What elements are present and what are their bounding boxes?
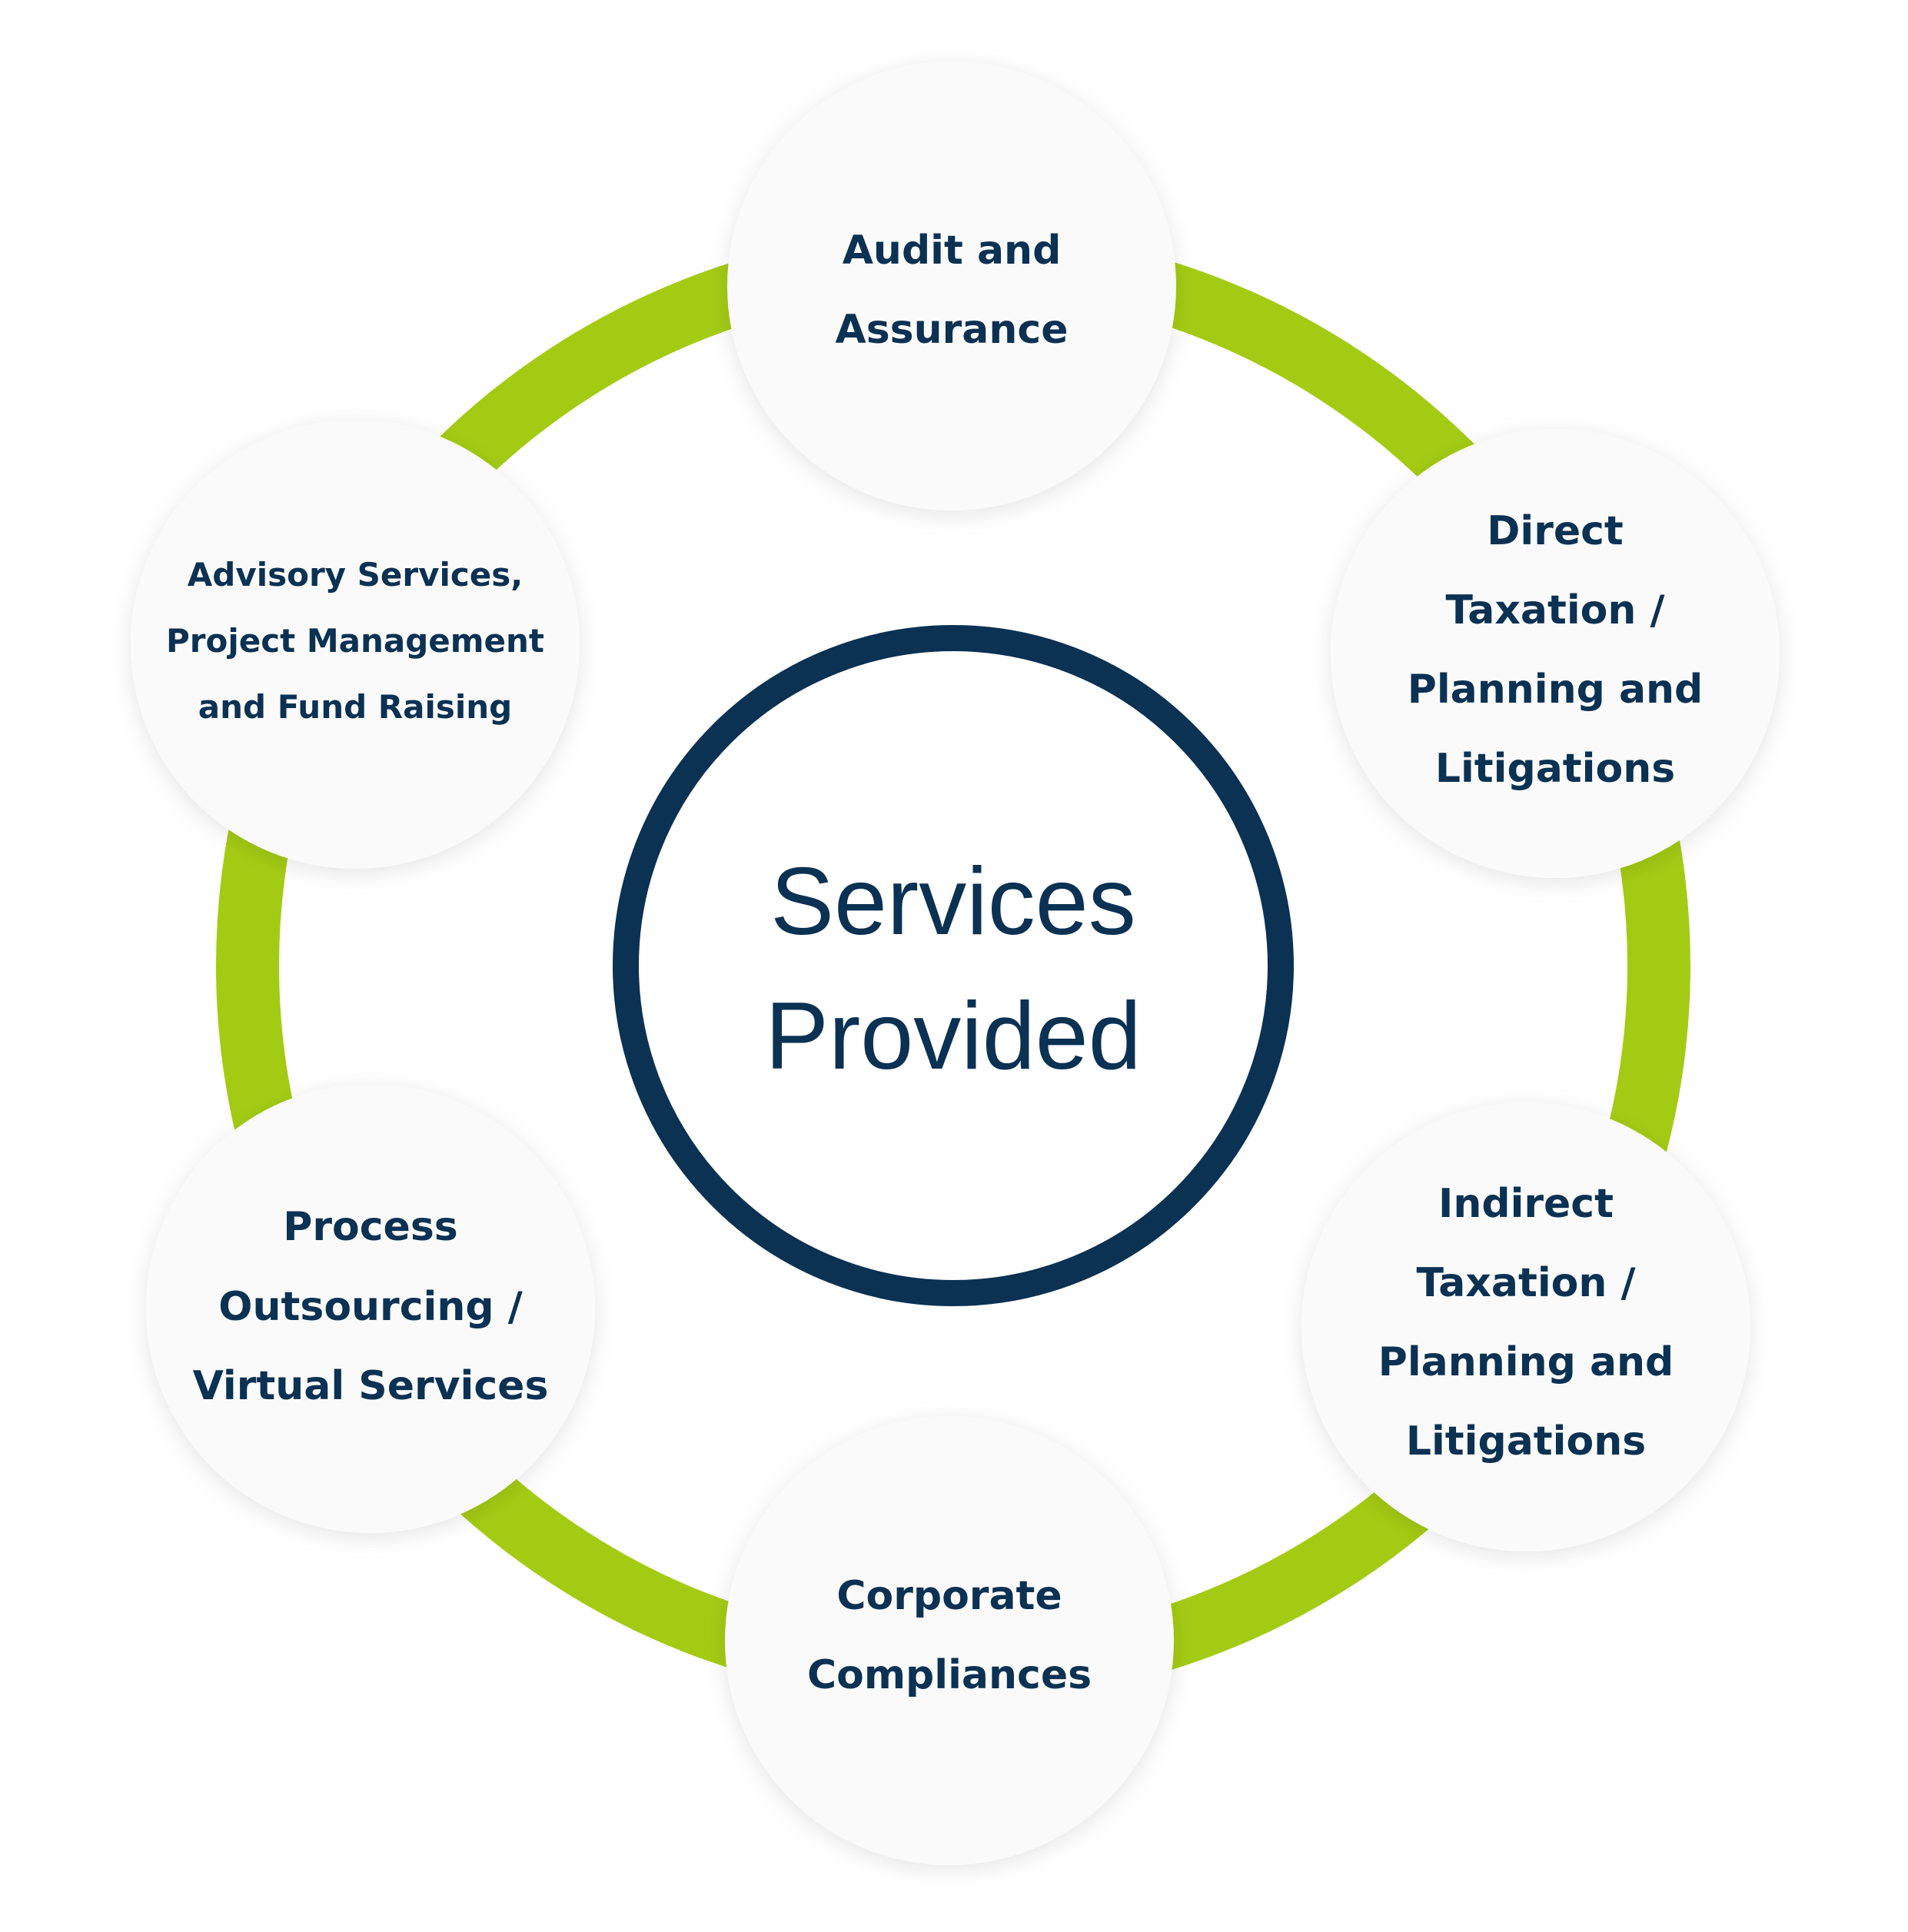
service-label-line: Taxation / <box>1445 587 1664 633</box>
service-label-corporate-compliances: Corporate Compliances <box>807 1573 1092 1698</box>
service-label-line: Outsourcing / <box>218 1284 522 1330</box>
service-label-line: Litigations <box>1406 1418 1646 1465</box>
service-node-circle <box>146 1084 595 1533</box>
service-label-line: Indirect <box>1438 1181 1614 1227</box>
service-label-line: Process <box>283 1204 457 1250</box>
service-node-advisory <box>131 420 580 869</box>
service-label-line: Assurance <box>835 307 1068 353</box>
service-label-line: Corporate <box>836 1573 1062 1619</box>
service-label-line: Compliances <box>807 1652 1092 1698</box>
service-label-line: and Fund Raising <box>198 688 512 726</box>
service-node-circle <box>725 1416 1174 1865</box>
service-node-indirect-taxation <box>1301 1102 1750 1551</box>
service-node-direct-taxation <box>1331 429 1780 878</box>
service-label-audit: Audit and Assurance <box>835 228 1068 353</box>
center-title-line-1: Services <box>770 849 1135 955</box>
service-label-line: Project Management <box>166 622 544 660</box>
service-label-line: Litigations <box>1435 746 1675 792</box>
center-title-line-2: Provided <box>765 983 1141 1089</box>
service-node-audit <box>727 62 1176 510</box>
center-hub-ring <box>613 625 1294 1306</box>
service-label-line: Audit and <box>843 228 1062 274</box>
service-label-line: Planning and <box>1378 1339 1674 1385</box>
service-label-direct-taxation: Direct Taxation / Planning and Litigatio… <box>1408 508 1704 792</box>
service-label-indirect-taxation: Indirect Taxation / Planning and Litigat… <box>1378 1181 1674 1465</box>
center-hub: Services Provided <box>613 625 1294 1306</box>
service-node-process-outsourcing <box>146 1084 595 1533</box>
service-label-line: Virtual Services <box>193 1363 549 1409</box>
service-label-line: Planning and <box>1408 667 1704 713</box>
service-node-circle <box>1331 429 1780 878</box>
service-label-process-outsourcing: Process Outsourcing / Virtual Services <box>193 1204 549 1409</box>
service-node-circle <box>727 62 1176 510</box>
service-label-line: Advisory Services, <box>188 556 523 594</box>
service-node-corporate-compliances <box>725 1416 1174 1865</box>
service-label-line: Direct <box>1487 508 1624 554</box>
service-label-line: Taxation / <box>1416 1260 1635 1306</box>
service-label-advisory: Advisory Services, Project Management an… <box>166 556 544 726</box>
service-node-circle <box>1301 1102 1750 1551</box>
service-node-circle <box>131 420 580 869</box>
